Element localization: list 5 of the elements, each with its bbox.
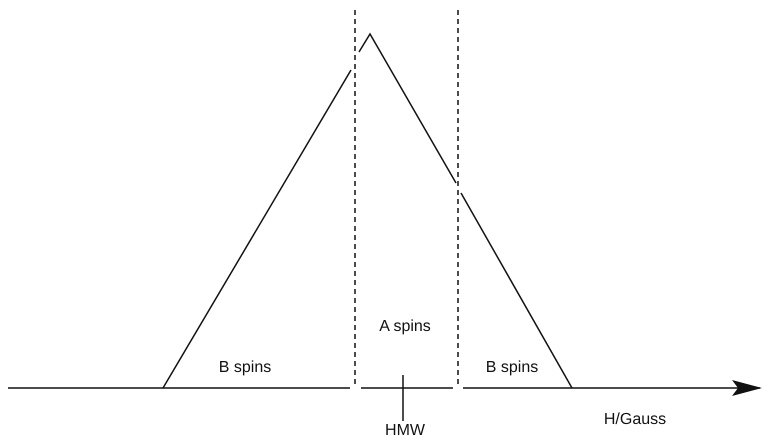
region-label: B spins (218, 359, 272, 377)
tick-label: HMW (385, 422, 425, 440)
region-label: B spins (486, 359, 538, 377)
region-label: A spins (379, 318, 431, 336)
axis-label: H/Gauss (604, 411, 666, 429)
